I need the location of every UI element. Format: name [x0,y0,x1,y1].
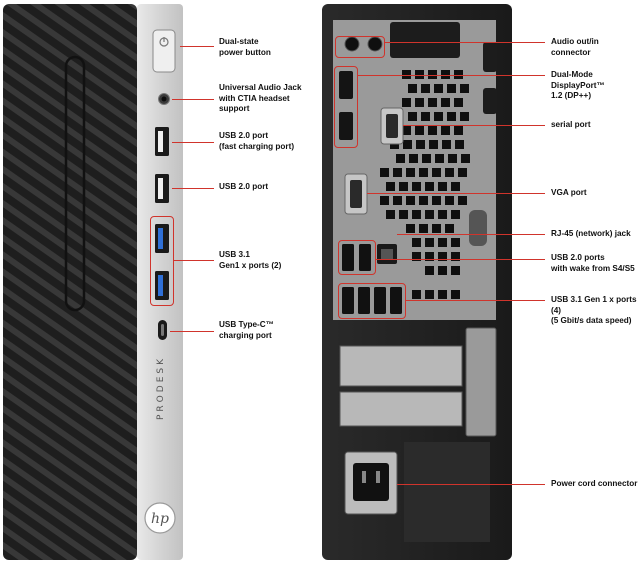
callout-displayport: Dual-Mode DisplayPort™ 1.2 (DP++) [551,70,605,100]
hp-logo-icon [144,502,176,534]
usb31-rear-highlight-box [338,283,406,319]
power-button [152,29,176,73]
svg-text:hp: hp [151,511,169,527]
front-grille [3,4,137,560]
usb31-highlight-box [150,216,174,306]
callout-power-button: Dual-state power button [219,37,271,57]
front-recess [64,55,86,312]
dp-highlight-box [334,66,358,148]
callout-usb2: USB 2.0 port [219,182,269,191]
usb2-rear-highlight-box [338,240,376,275]
callout-usb31-rear: USB 3.1 Gen 1 x ports (4) (5 Gbit/s data… [551,295,637,325]
audio-highlight-box [335,36,385,58]
callout-usb2-wake: USB 2.0 ports with wake from S4/S5 [551,253,635,273]
callout-usb2-fast: USB 2.0 port (fast charging port) [219,131,295,151]
callout-power-cord: Power cord connector [551,479,638,488]
callout-audio-jack: Universal Audio Jack with CTIA headset s… [219,83,302,113]
callout-rj45: RJ-45 (network) jack [551,229,631,238]
callout-audio-out: Audio out/in connector [551,37,599,57]
callout-usb31-front: USB 3.1 Gen1 x ports (2) [219,250,282,270]
callout-vga: VGA port [551,188,587,197]
callout-serial: serial port [551,120,591,129]
callout-usb-c: USB Type-C™ charging port [219,320,274,340]
